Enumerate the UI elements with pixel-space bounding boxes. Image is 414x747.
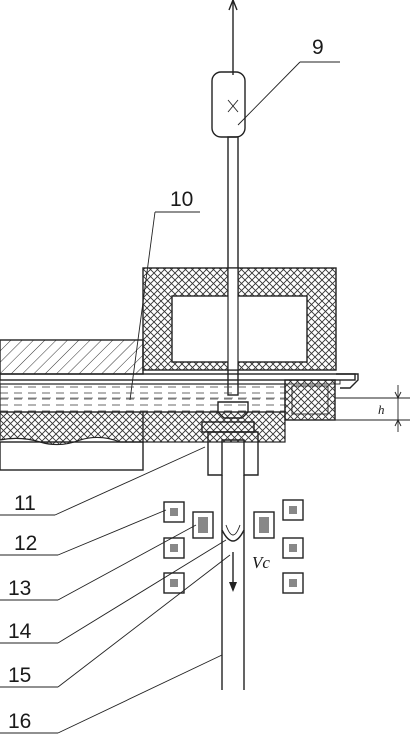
stopper-head [217,401,249,419]
insulation-layer [0,411,286,471]
leader-lines [0,61,340,734]
melt-bath [0,383,286,413]
label-9: 9 [312,36,324,59]
h-dimension: h [335,385,410,432]
casting-speed-label: Vc [252,553,270,572]
label-13: 13 [8,577,31,600]
label-12: 12 [14,532,37,555]
label-15: 15 [8,664,31,687]
nozzle [201,421,259,476]
label-14: 14 [8,620,32,643]
label-10: 10 [170,188,193,211]
h-label: h [378,402,385,417]
label-16: 16 [8,710,31,733]
label-11: 11 [14,492,36,515]
casting-direction-arrow [229,552,237,592]
left-plate [0,339,144,375]
furnace-body [142,267,337,371]
ingot [221,475,245,690]
side-block [284,379,336,421]
inductor-coils [163,499,304,594]
